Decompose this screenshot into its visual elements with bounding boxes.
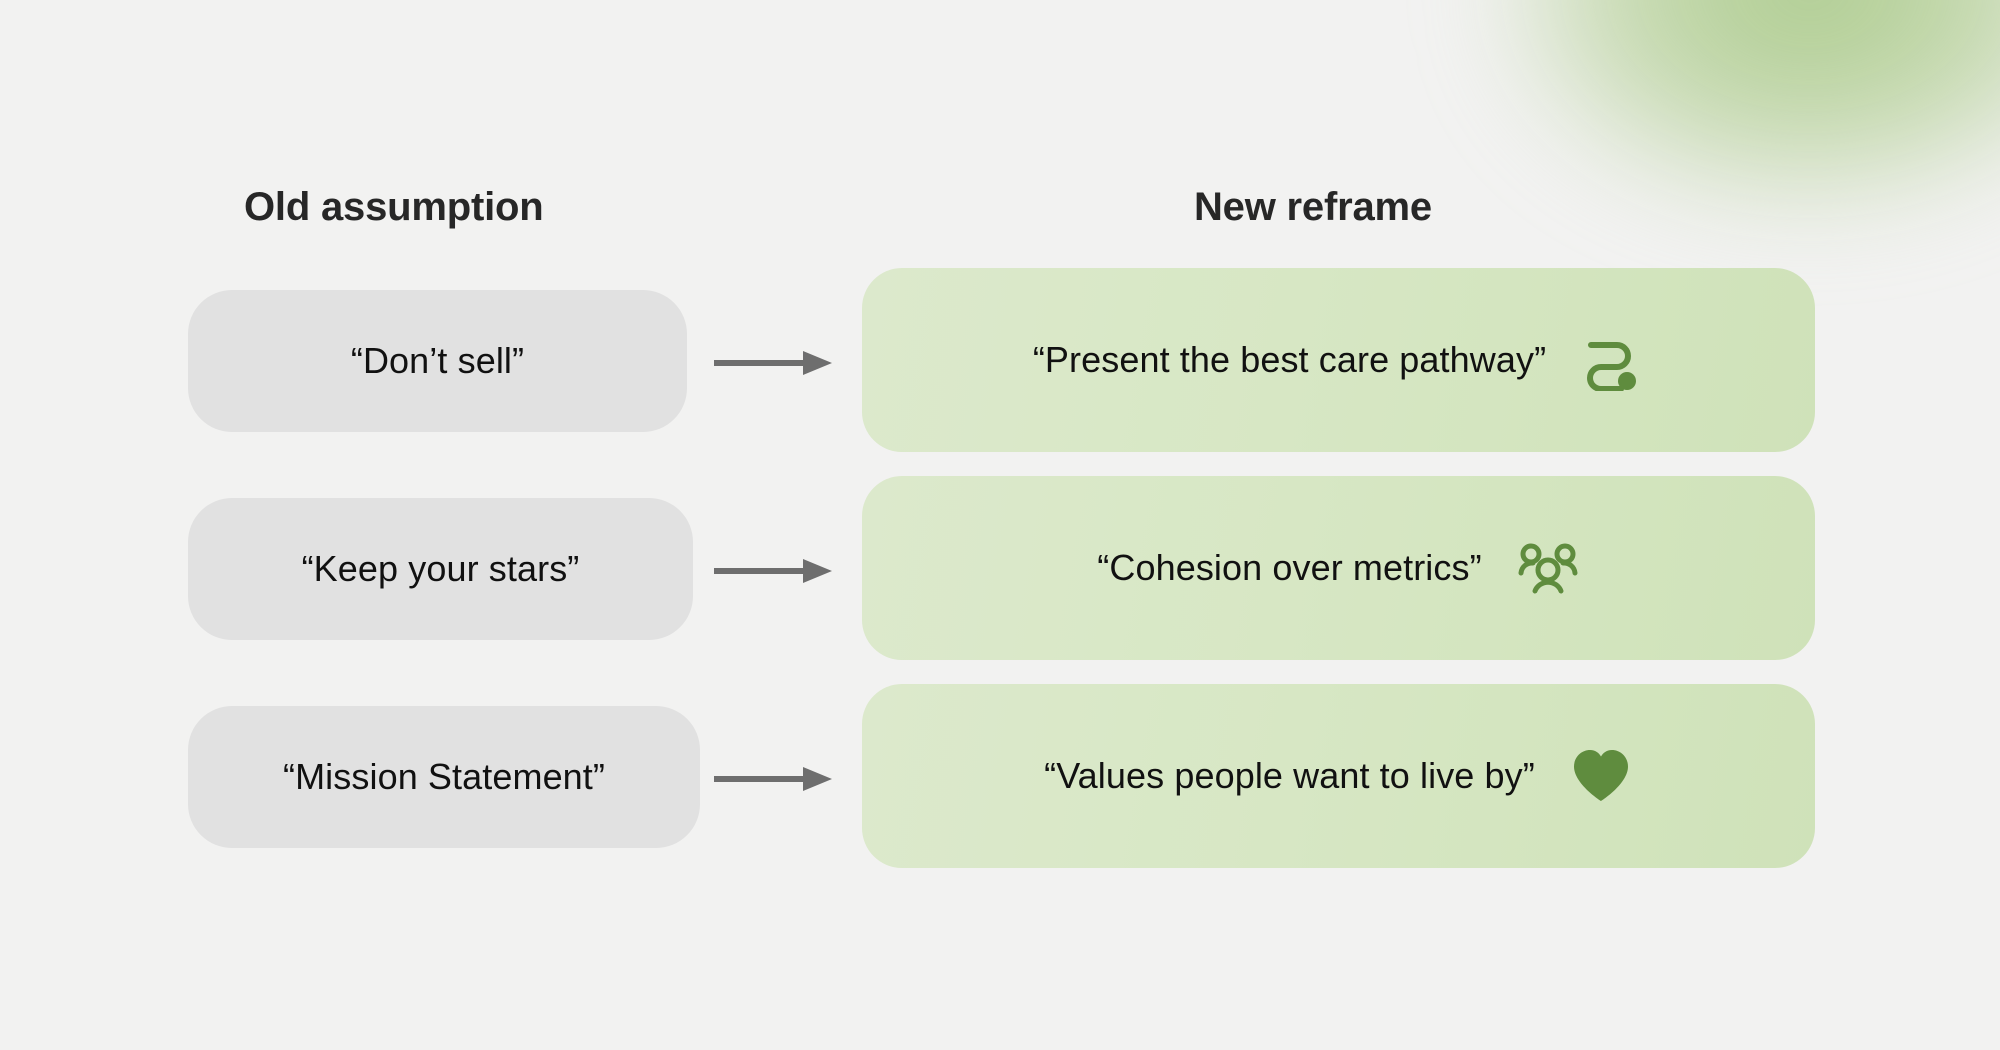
new-reframe-pill[interactable]: “Values people want to live by” <box>862 684 1815 868</box>
arrow-head <box>803 559 832 583</box>
users-group-icon <box>1516 536 1580 600</box>
comparison-row: “Don’t sell” “Present the best care path… <box>0 268 2000 468</box>
old-assumption-label: “Mission Statement” <box>283 756 605 797</box>
arrow-head <box>803 767 832 791</box>
old-assumption-pill[interactable]: “Don’t sell” <box>188 290 687 432</box>
new-reframe-pill[interactable]: “Cohesion over metrics” <box>862 476 1815 660</box>
arrow-shaft <box>714 568 806 574</box>
column-heading-old-assumption: Old assumption <box>244 185 544 229</box>
comparison-row: “Mission Statement” “Values people want … <box>0 684 2000 884</box>
arrow-head <box>803 351 832 375</box>
new-reframe-label: “Present the best care pathway” <box>1032 339 1547 380</box>
arrow-shaft <box>714 360 806 366</box>
arrow-shaft <box>714 776 806 782</box>
new-reframe-pill[interactable]: “Present the best care pathway” <box>862 268 1815 452</box>
arrow-right-icon <box>714 351 832 375</box>
heart-filled-icon <box>1569 744 1633 808</box>
old-assumption-label: “Keep your stars” <box>301 548 580 589</box>
new-reframe-label: “Cohesion over metrics” <box>1097 547 1482 588</box>
old-assumption-pill[interactable]: “Mission Statement” <box>188 706 700 848</box>
old-assumption-pill[interactable]: “Keep your stars” <box>188 498 693 640</box>
arrow-right-icon <box>714 559 832 583</box>
column-heading-new-reframe: New reframe <box>1194 185 1432 229</box>
arrow-right-icon <box>714 767 832 791</box>
comparison-row: “Keep your stars” “Cohesion over metrics… <box>0 476 2000 676</box>
winding-path-icon <box>1580 328 1644 392</box>
old-assumption-label: “Don’t sell” <box>350 340 525 381</box>
new-reframe-label: “Values people want to live by” <box>1044 755 1535 796</box>
